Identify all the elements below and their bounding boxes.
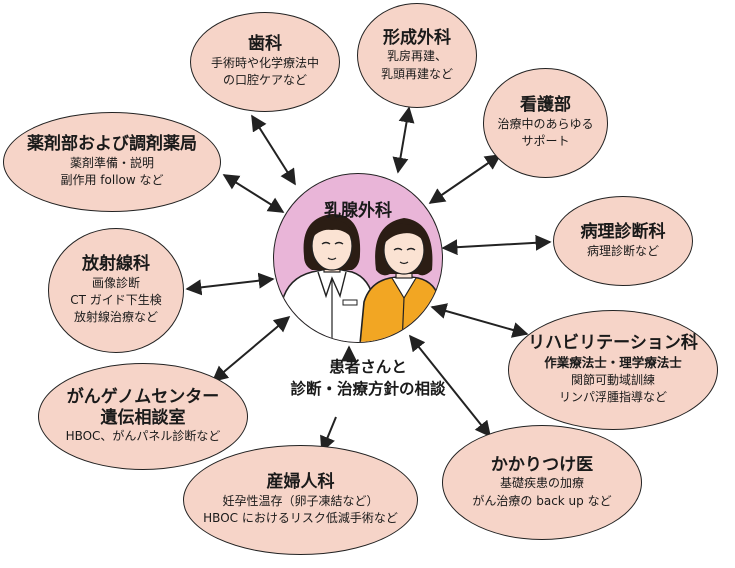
arrow-genome [211,315,291,383]
genome-center-title: 遺伝相談室 [100,407,186,428]
pharmacy-bubble: 薬剤部および調剤薬局 薬剤準備・説明 副作用 follow など [3,112,221,212]
arrow-rehab [430,303,529,338]
rehabilitation-title: リハビリテーション科 [528,333,698,354]
patient-consultation-label: 患者さんと 診断・治療方針の相談 [268,356,468,401]
nursing-bubble: 看護部 治療中のあらゆる サポート [483,68,608,178]
nursing-title: 看護部 [520,95,571,116]
patient-figure [359,218,442,342]
plastic-surgery-bubble: 形成外科 乳房再建、 乳頭再建など [357,3,477,108]
family-doctor-line: 基礎疾患の加療 [499,476,584,491]
radiology-bubble: 放射線科 画像診断 CT ガイド下生検 放射線治療など [48,228,184,353]
rehabilitation-line: リンパ浮腫指導など [558,390,667,405]
arrow-radiology [185,272,275,296]
family-doctor-title: かかりつけ医 [490,454,594,475]
breast-surgery-hub: 乳腺外科 [273,173,443,343]
pathology-title: 病理診断科 [580,222,666,243]
arrow-pathology [441,234,552,256]
rehabilitation-staff: 作業療法士・理学療法士 [544,354,682,370]
plastic-surgery-line: 乳頭再建など [380,66,453,81]
radiology-line: 画像診断 [91,275,140,290]
radiology-line: CT ガイド下生検 [70,293,162,307]
patient-line: 診断・治療方針の相談 [290,380,446,399]
plastic-surgery-title: 形成外科 [383,27,451,48]
rehabilitation-line: 関節可動域訓練 [570,372,655,387]
radiology-line: 放射線治療など [73,310,158,325]
genome-center-bubble: がんゲノムセンター 遺伝相談室 HBOC、がんパネル診断など [38,363,248,470]
people-illustration [277,214,442,342]
center-title: 乳腺外科 [324,201,392,221]
dental-bubble: 歯科 手術時や化学療法中 の口腔ケアなど [190,12,340,112]
dental-title: 歯科 [248,34,282,55]
patient-line: 患者さんと [329,358,407,376]
pharmacy-line: 副作用 follow など [60,173,164,188]
genome-center-title: がんゲノムセンター [66,387,220,408]
obgyn-bubble: 産婦人科 妊孕性温存（卵子凍結など） HBOC におけるリスク低減手術など [183,445,418,555]
arrow-nursing [428,154,502,204]
obgyn-line: 妊孕性温存（卵子凍結など） [222,493,379,508]
nursing-line: 治療中のあらゆる [497,116,594,131]
dental-line: の口腔ケアなど [222,73,307,88]
family-doctor-bubble: かかりつけ医 基礎疾患の加療 がん治療の back up など [442,425,642,540]
radiology-title: 放射線科 [82,254,150,275]
pathology-bubble: 病理診断科 病理診断など [553,196,693,286]
rehabilitation-bubble: リハビリテーション科 作業療法士・理学療法士 関節可動域訓練 リンパ浮腫指導など [508,310,718,430]
dental-line: 手術時や化学療法中 [210,55,319,70]
genome-center-line: HBOC、がんパネル診断など [65,429,221,444]
arrow-plastic [392,106,415,174]
pharmacy-line: 薬剤準備・説明 [69,155,154,170]
family-doctor-line: がん治療の back up など [472,493,612,508]
arrow-pharmacy [222,174,285,213]
pathology-line: 病理診断など [586,243,659,258]
pharmacy-title: 薬剤部および調剤薬局 [27,134,197,155]
obgyn-line: HBOC におけるリスク低減手術など [203,511,398,526]
plastic-surgery-line: 乳房再建、 [386,49,447,64]
arrow-dental [251,114,296,186]
nursing-line: サポート [521,134,570,149]
arrow-family [409,334,491,438]
obgyn-title: 産婦人科 [266,472,335,493]
